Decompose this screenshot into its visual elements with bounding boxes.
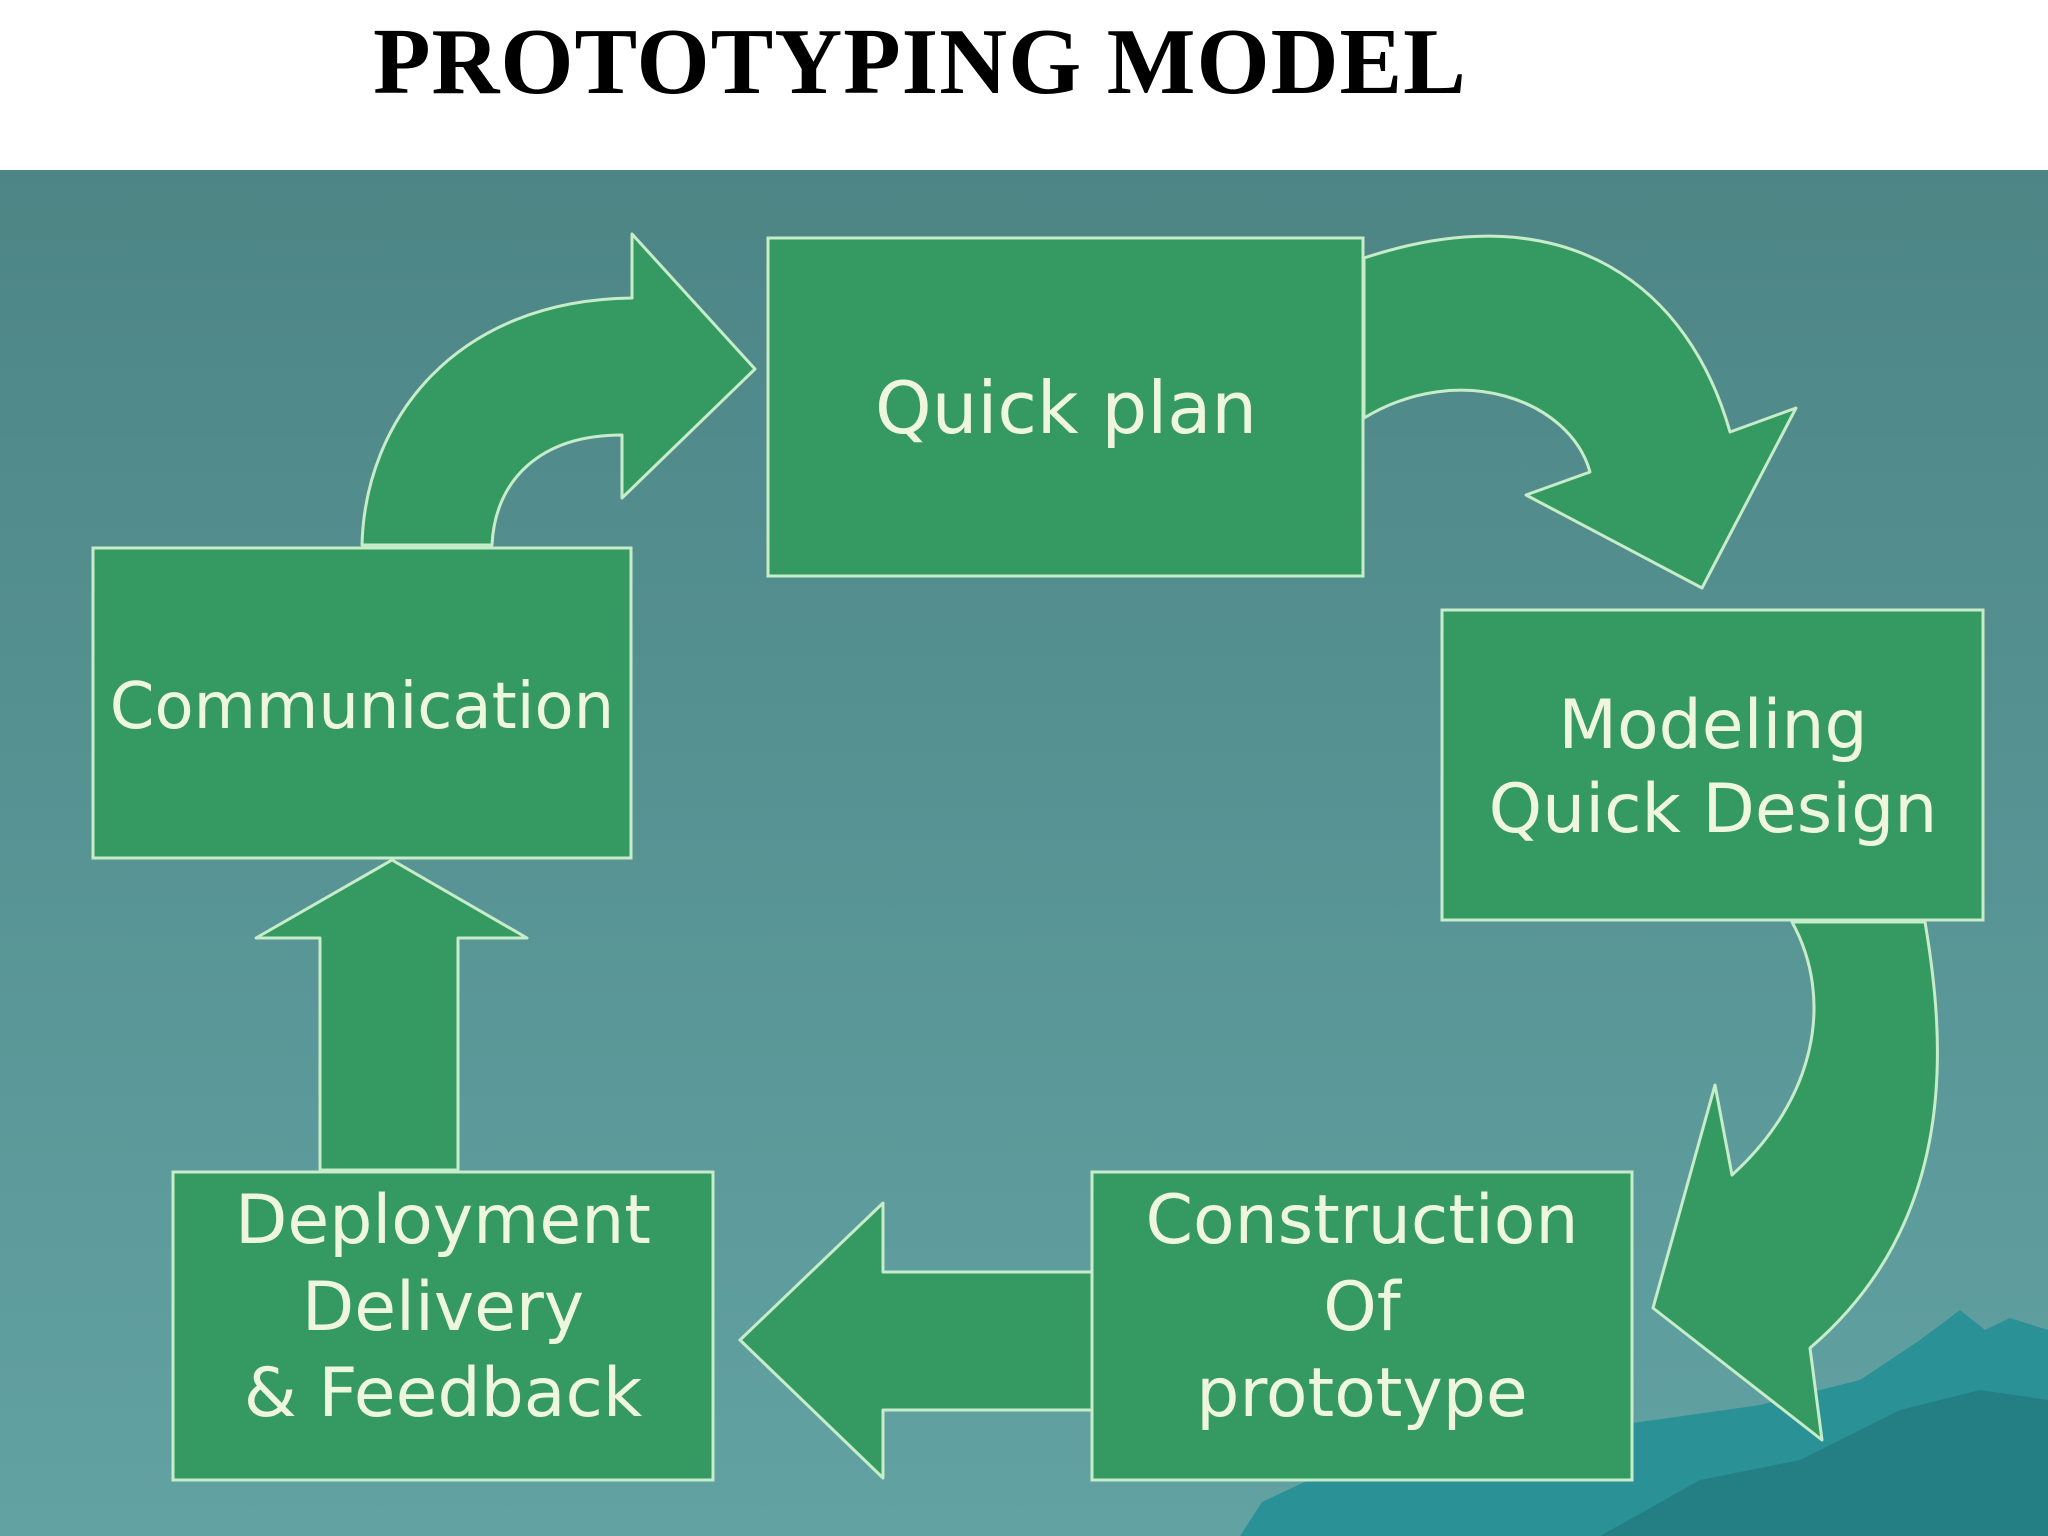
stage-quick-plan-label: Quick plan (875, 366, 1257, 450)
stage-modeling: Modeling Quick Design (1440, 608, 1985, 922)
prototyping-cycle-diagram: Communication Quick plan Modeling Quick … (0, 170, 2048, 1536)
diagram-panel: Communication Quick plan Modeling Quick … (0, 170, 2048, 1536)
page-title: PROTOTYPING MODEL (373, 10, 1467, 114)
stage-quick-plan: Quick plan (766, 236, 1365, 578)
arrow-deployment-to-communication (254, 858, 529, 1172)
stage-modeling-line-1: Modeling (1558, 686, 1867, 765)
arrow-modeling-to-construction (1651, 920, 1939, 1442)
stage-construction-line-1: Construction (1146, 1181, 1579, 1260)
stage-construction: Construction Of prototype (1090, 1170, 1634, 1482)
arrow-construction-to-deployment (738, 1201, 1094, 1480)
stage-deployment-line-2: Delivery (302, 1268, 584, 1347)
stage-construction-line-2: Of (1323, 1268, 1403, 1347)
arrow-communication-to-quickplan (360, 232, 757, 547)
stage-construction-line-3: prototype (1196, 1354, 1527, 1433)
stage-communication: Communication (91, 546, 633, 860)
stage-deployment-line-3: & Feedback (244, 1354, 643, 1433)
stage-deployment: Deployment Delivery & Feedback (171, 1170, 715, 1482)
mountain-shadow (1600, 1390, 2048, 1536)
arrow-quickplan-to-modeling (1362, 234, 1798, 590)
stage-modeling-line-2: Quick Design (1489, 770, 1938, 849)
stage-deployment-line-1: Deployment (235, 1181, 651, 1260)
stage-communication-label: Communication (110, 670, 614, 744)
